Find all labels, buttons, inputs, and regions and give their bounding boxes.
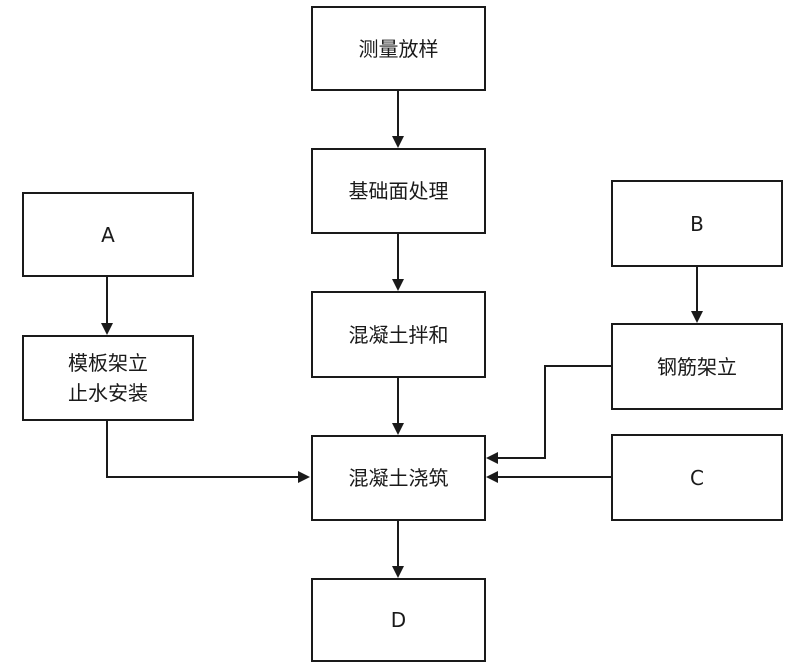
edge-foundation-to-mixing (392, 233, 404, 291)
node-formwork: 模板架立 止水安装 (22, 335, 194, 421)
node-c: C (611, 434, 783, 521)
node-label: 钢筋架立 (657, 354, 737, 379)
edge-rebar-to-pouring (486, 365, 612, 464)
node-label: 混凝土浇筑 (348, 466, 449, 490)
node-survey: 测量放样 (311, 6, 486, 91)
node-label: D (390, 608, 407, 632)
edge-a-to-formwork (101, 276, 113, 335)
node-pouring: 混凝土浇筑 (311, 435, 486, 521)
node-label: A (101, 222, 115, 247)
node-label: 混凝土拌和 (348, 322, 449, 347)
node-label: 测量放样 (358, 36, 439, 61)
edge-mixing-to-pouring (392, 377, 404, 435)
edge-b-to-rebar (691, 266, 703, 323)
node-d: D (311, 578, 486, 662)
node-label: 基础面处理 (348, 179, 449, 203)
node-label: B (690, 211, 704, 236)
node-foundation: 基础面处理 (311, 148, 486, 234)
node-a: A (22, 192, 194, 277)
edge-c-to-pouring (486, 471, 612, 483)
edge-pouring-to-d (392, 520, 404, 578)
node-label: C (690, 465, 704, 490)
edge-survey-to-foundation (392, 90, 404, 148)
node-label-line-2: 止水安装 (68, 381, 148, 405)
node-rebar: 钢筋架立 (611, 323, 783, 410)
edge-formwork-to-pouring (106, 420, 310, 483)
node-mixing: 混凝土拌和 (311, 291, 486, 378)
node-label-line-1: 模板架立 (68, 351, 148, 375)
node-b: B (611, 180, 783, 267)
